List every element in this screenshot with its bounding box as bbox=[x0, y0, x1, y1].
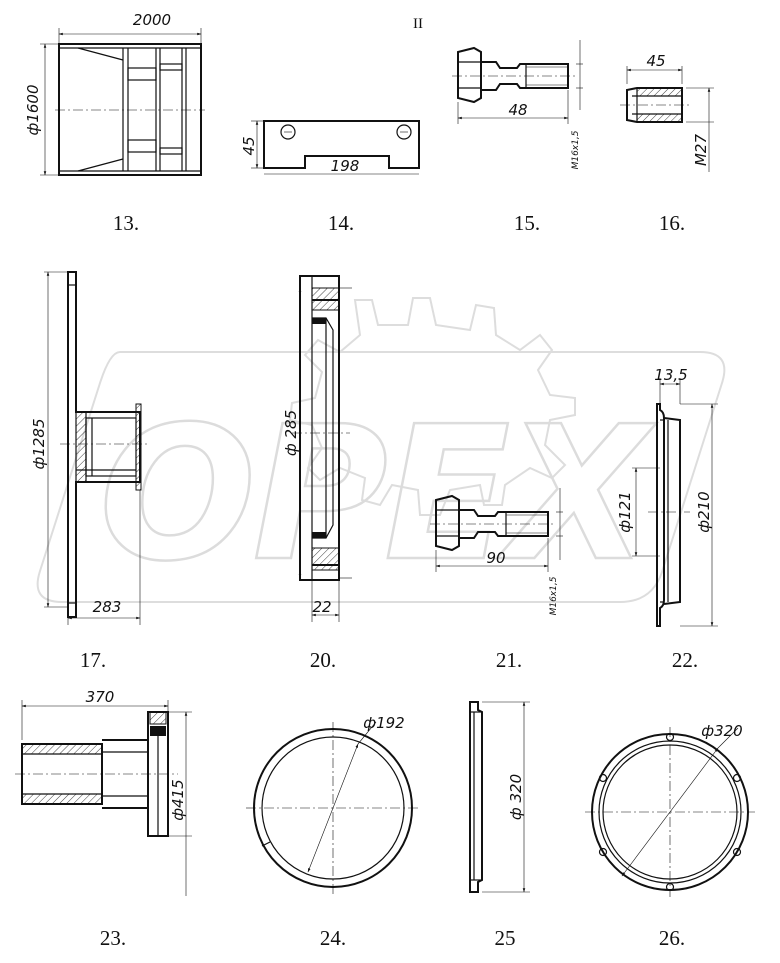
part-13-drawing bbox=[40, 28, 205, 176]
part-17-drawing bbox=[44, 271, 150, 625]
part-22-dim-outer-diameter: ф210 bbox=[695, 491, 713, 532]
part-25-dim-diameter: ф 320 bbox=[507, 774, 525, 820]
part-14-drawing bbox=[251, 120, 420, 175]
part-14-dim-height: 45 bbox=[240, 136, 258, 155]
part-22-label: 22. bbox=[672, 648, 698, 672]
part-16-dim-thread: M27 bbox=[692, 134, 710, 166]
part-24-label: 24. bbox=[320, 926, 346, 950]
part-14-dim-length: 198 bbox=[331, 157, 360, 175]
part-20-label: 20. bbox=[310, 648, 336, 672]
part-16-drawing bbox=[620, 66, 714, 172]
part-23-drawing bbox=[15, 700, 192, 896]
part-17-dim-diameter: ф1285 bbox=[30, 419, 48, 470]
part-20-drawing bbox=[292, 275, 352, 622]
watermark-logo: OPEX bbox=[36, 297, 726, 603]
part-15-label: 15. bbox=[514, 211, 540, 235]
part-15-dim-thread: M16x1,5 bbox=[571, 130, 581, 169]
part-26-dim-diameter: ф320 bbox=[701, 722, 742, 740]
part-15-drawing bbox=[452, 40, 583, 124]
part-26-drawing bbox=[585, 727, 755, 897]
part-13-dim-length: 2000 bbox=[133, 11, 171, 29]
part-14-label: 14. bbox=[328, 211, 354, 235]
part-25-label: 25 bbox=[495, 926, 516, 950]
part-13-dim-diameter: ф1600 bbox=[24, 85, 42, 136]
part-24-dim-diameter: ф192 bbox=[363, 714, 404, 732]
watermark-text: OPEX bbox=[99, 386, 657, 602]
part-21-label: 21. bbox=[496, 648, 522, 672]
part-22-drawing bbox=[632, 378, 718, 627]
part-22-dim-width: 13,5 bbox=[654, 366, 687, 384]
part-25-drawing bbox=[469, 701, 530, 893]
part-17-dim-length: 283 bbox=[93, 598, 122, 616]
part-17-label: 17. bbox=[80, 648, 106, 672]
part-22-dim-inner-diameter: ф121 bbox=[616, 491, 634, 532]
part-15-dim-length: 48 bbox=[508, 101, 527, 119]
part-13-label: 13. bbox=[113, 211, 139, 235]
part-24-drawing bbox=[246, 721, 420, 894]
part-21-drawing bbox=[430, 488, 563, 572]
part-23-dim-length: 370 bbox=[86, 688, 115, 706]
part-21-dim-length: 90 bbox=[486, 549, 505, 567]
part-20-dim-width: 22 bbox=[312, 598, 331, 616]
part-23-dim-diameter: ф415 bbox=[169, 779, 187, 820]
part-23-label: 23. bbox=[100, 926, 126, 950]
part-26-label: 26. bbox=[659, 926, 685, 950]
part-21-dim-thread: M16x1,5 bbox=[549, 576, 559, 615]
part-20-dim-diameter: ф 285 bbox=[282, 410, 300, 456]
part-16-dim-length: 45 bbox=[646, 52, 665, 70]
part-16-label: 16. bbox=[659, 211, 685, 235]
sheet-roman-numeral: II bbox=[413, 16, 423, 32]
